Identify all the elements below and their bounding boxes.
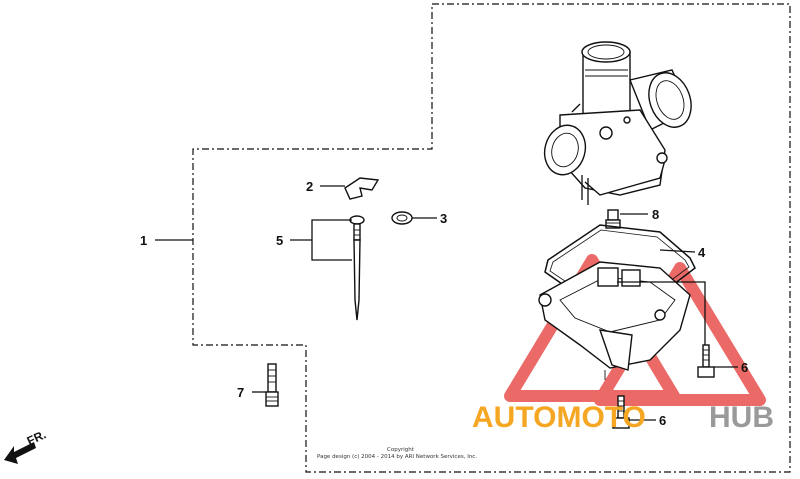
screw-part-6-lower	[612, 395, 630, 429]
callout-1: 1	[140, 233, 147, 248]
watermark: AUTOMOTO HUB	[472, 401, 774, 434]
carburetor-body	[543, 41, 692, 205]
copyright-notice: Page design (c) 2004 - 2014 by ARI Netwo…	[317, 454, 477, 460]
clip-part-2	[344, 177, 380, 200]
callout-6-upper: 6	[741, 360, 748, 375]
callout-7: 7	[237, 385, 244, 400]
jet-needle-part-5	[349, 215, 365, 321]
watermark-text-hub: HUB	[709, 401, 774, 434]
direction-arrow-icon	[4, 442, 36, 464]
callout-4: 4	[698, 245, 706, 260]
callout-6-lower: 6	[659, 413, 666, 428]
screw-part-6-upper	[697, 344, 715, 378]
assembly-boundary	[192, 3, 791, 473]
plug-part-8	[605, 209, 621, 229]
copyright-title: Copyright	[387, 447, 415, 453]
gasket-part-4	[544, 224, 696, 311]
leader-lines	[155, 185, 738, 421]
direction-label: FR.	[25, 427, 48, 448]
clip-part-3	[391, 211, 413, 225]
callout-5: 5	[276, 233, 283, 248]
watermark-text-automoto: AUTOMOTO	[472, 401, 646, 434]
pilot-jet-part-7	[265, 363, 279, 407]
front-direction-indicator: FR.	[4, 427, 48, 464]
float-chamber-bowl	[538, 261, 691, 380]
callout-8: 8	[652, 207, 659, 222]
callout-2: 2	[306, 179, 313, 194]
callout-3: 3	[440, 211, 447, 226]
